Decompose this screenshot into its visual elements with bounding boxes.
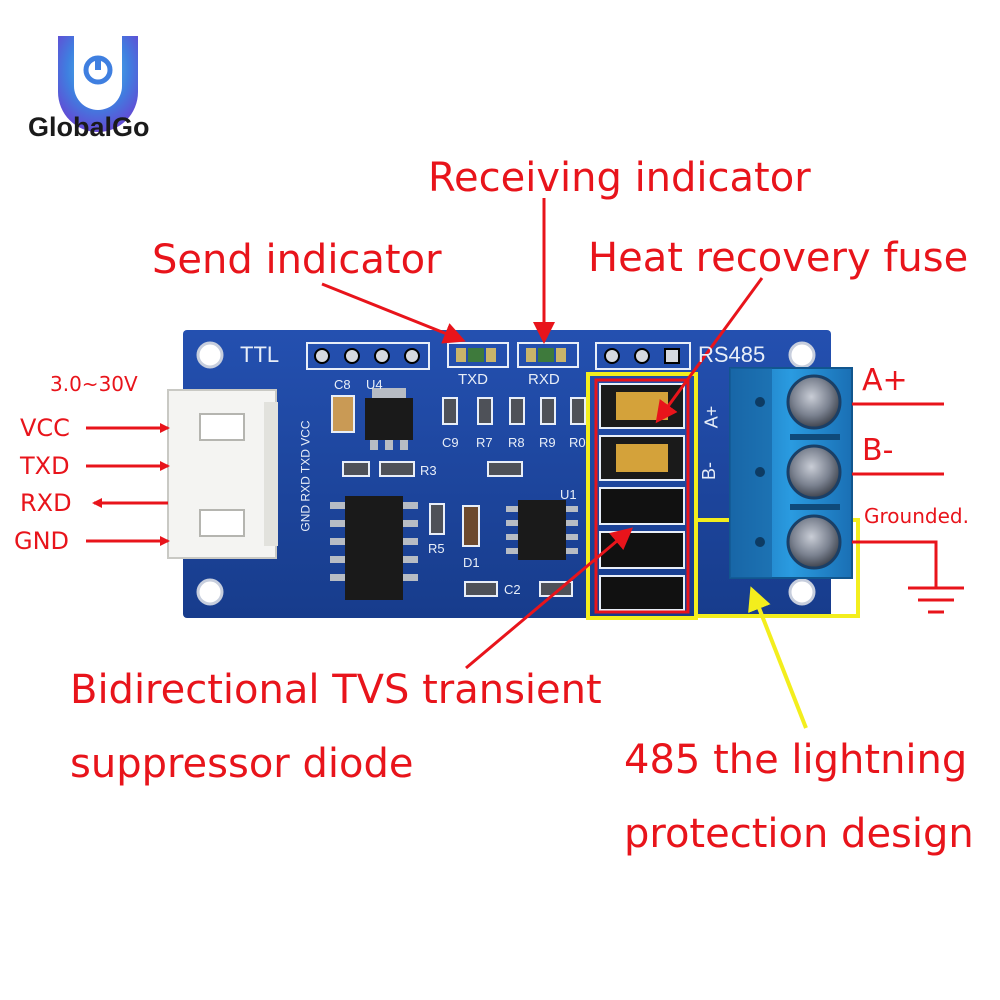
silk-u1: U1 (560, 487, 577, 502)
mounting-hole (788, 341, 816, 369)
ttl-connector (167, 389, 278, 559)
receiving-indicator-label: Receiving indicator (428, 155, 811, 201)
transceiver-chip (330, 496, 418, 600)
silk-r8: R8 (508, 435, 525, 450)
grounded-label: Grounded. (864, 504, 969, 528)
ground-symbol (852, 540, 964, 614)
send-indicator-arrow (321, 282, 466, 344)
terminal-screw-a (786, 374, 842, 430)
silk-rxd: RXD (528, 371, 560, 388)
c8-capacitor (331, 395, 355, 433)
silk-c8: C8 (334, 377, 351, 392)
tvs-label-line1: Bidirectional TVS transient (70, 667, 602, 713)
ttl-header-pads (306, 342, 430, 370)
r-resistor (342, 461, 370, 477)
silk-r5: R5 (428, 541, 445, 556)
globalgo-logo-icon (58, 30, 138, 132)
txd-label: TXD (20, 452, 70, 480)
tvs-arrow (465, 527, 634, 670)
mounting-hole (196, 341, 224, 369)
fuse-arrow (655, 277, 764, 424)
d1-diode (462, 505, 480, 547)
silk-txd: TXD (458, 371, 488, 388)
silk-c9: C9 (442, 435, 459, 450)
silk-term-a: A+ (701, 405, 722, 429)
silk-term-b: B- (699, 462, 719, 480)
silk-connector-labels: GND RXD TXD VCC (298, 420, 313, 532)
rxd-label: RXD (20, 489, 72, 517)
component-highlight-red (594, 378, 690, 614)
silk-ttl: TTL (240, 342, 280, 367)
silk-r3: R3 (420, 463, 437, 478)
c1-capacitor (487, 461, 523, 477)
silk-r7: R7 (476, 435, 493, 450)
terminal-screw-b (786, 444, 842, 500)
u1-chip (506, 500, 578, 560)
lightning-label-line1: 485 the lightning (624, 737, 968, 783)
txd-led (447, 342, 509, 368)
silk-r9: R9 (539, 435, 556, 450)
tvs-diodes (599, 487, 685, 611)
silk-r0: R0 (569, 435, 586, 450)
r3-resistor (379, 461, 415, 477)
u4-regulator-chip (365, 388, 413, 450)
lightning-arrow (748, 586, 808, 729)
mounting-hole (788, 578, 816, 606)
component-highlight-yellow (586, 372, 698, 620)
mounting-hole (196, 578, 224, 606)
c2-capacitor (464, 581, 498, 597)
a-plus-label: A+ (862, 363, 908, 398)
screw-terminal-block (729, 367, 853, 579)
silk-rs485: RS485 (698, 342, 766, 367)
lightning-label-line2: protection design (624, 811, 974, 857)
b-minus-label: B- (862, 433, 894, 468)
silk-d1: D1 (463, 555, 480, 570)
rs485-header-pads (595, 342, 691, 370)
terminal-screw-gnd (786, 514, 842, 570)
silk-c2: C2 (504, 582, 521, 597)
brand-name: GlobalGo (28, 112, 150, 142)
vcc-label: VCC (20, 414, 70, 442)
tvs-label-line2: suppressor diode (70, 741, 414, 787)
heat-recovery-fuse-label: Heat recovery fuse (588, 235, 969, 281)
smd-resistor-row (442, 397, 586, 425)
r5-resistor (429, 503, 445, 535)
gnd-label: GND (14, 527, 70, 555)
send-indicator-label: Send indicator (152, 237, 442, 283)
silk-u4: U4 (366, 377, 383, 392)
voltage-range-label: 3.0~30V (50, 372, 138, 396)
